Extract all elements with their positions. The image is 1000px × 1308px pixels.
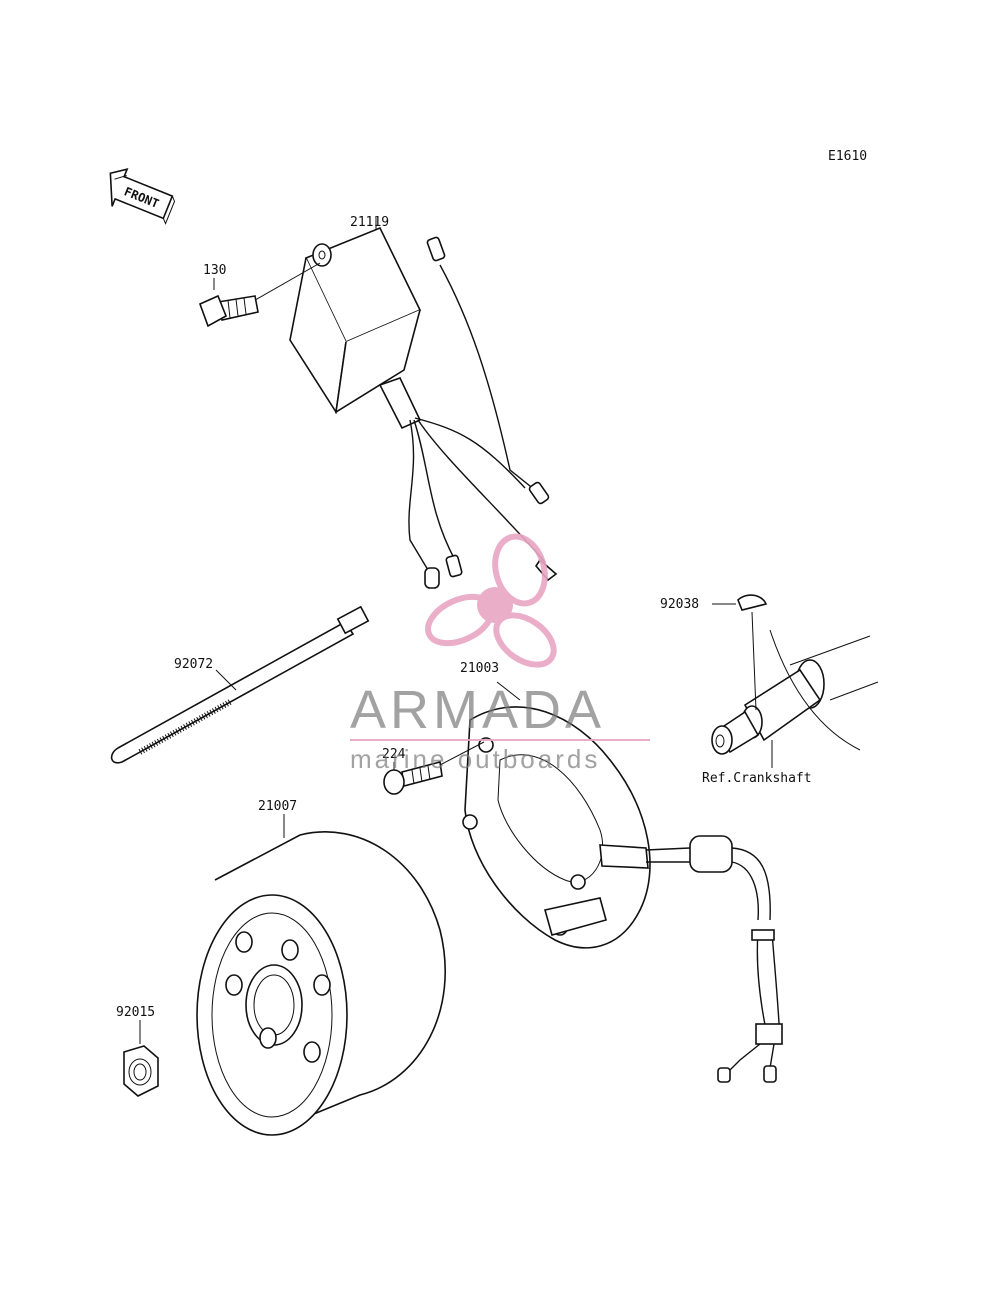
part-label-21007: 21007	[258, 799, 297, 814]
part-label-92015: 92015	[116, 1005, 155, 1020]
watermark-tagline: marine outboards	[350, 744, 600, 774]
watermark-brand: ARMADA	[350, 680, 605, 740]
front-arrow-icon: FRONT	[109, 168, 176, 225]
key-92038: 92038	[660, 594, 768, 711]
nut-92015: 92015	[116, 1005, 159, 1097]
part-label-21119: 21119	[350, 215, 389, 230]
cdi-unit: 21119	[289, 215, 558, 589]
part-label-92038: 92038	[660, 597, 699, 612]
diagram-code: E1610	[828, 149, 867, 164]
crankshaft: Ref.Crankshaft	[702, 629, 879, 786]
flywheel: 21007	[196, 799, 446, 1136]
screw-224: 224	[382, 741, 485, 795]
bolt-130: 130	[198, 262, 321, 328]
part-label-21003: 21003	[460, 661, 499, 676]
propeller-logo-icon	[425, 533, 557, 668]
part-label-92072: 92072	[174, 657, 213, 672]
stator-harness	[645, 835, 783, 1083]
cable-tie: 92072	[110, 605, 370, 764]
part-label-130: 130	[203, 263, 226, 278]
armada-watermark: ARMADA marine outboards	[350, 533, 650, 774]
crankshaft-ref-label: Ref.Crankshaft	[702, 771, 812, 786]
part-label-224: 224	[382, 747, 406, 762]
